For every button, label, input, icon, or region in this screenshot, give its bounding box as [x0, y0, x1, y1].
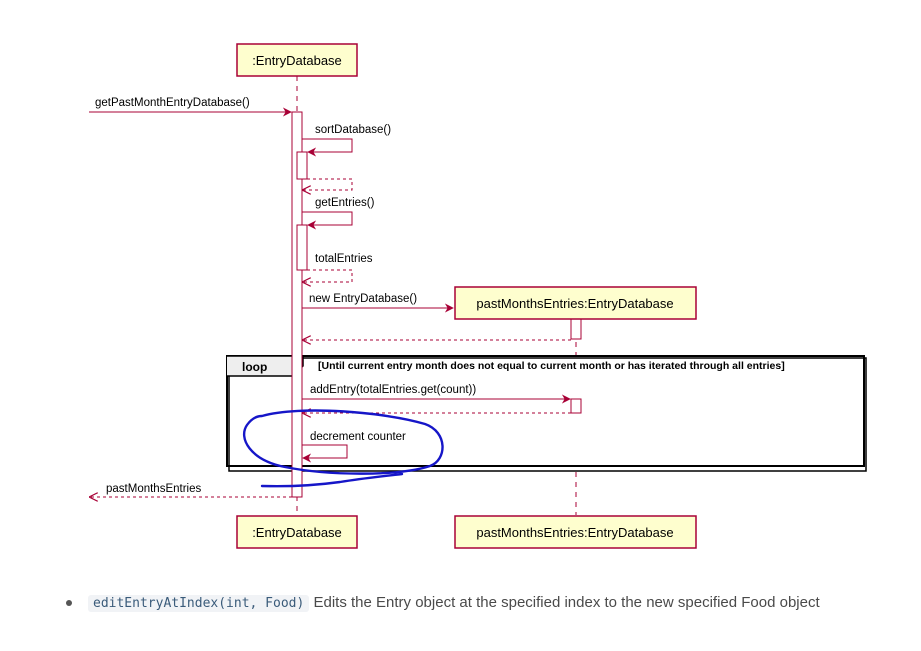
method-doc-text: editEntryAtIndex(int, Food) Edits the En…	[88, 591, 826, 616]
message-label: decrement counter	[310, 431, 406, 443]
participant-label: :EntryDatabase	[252, 53, 342, 68]
message-label: totalEntries	[315, 253, 373, 265]
activation-sort	[296, 151, 308, 180]
return-sort-database	[303, 178, 353, 190]
message-label: getPastMonthEntryDatabase()	[95, 97, 250, 109]
message-label: addEntry(totalEntries.get(count))	[310, 384, 476, 396]
message-new-entry-database: new EntryDatabase()	[302, 293, 454, 313]
loop-keyword: loop	[242, 360, 267, 374]
loop-fragment: loop [Until current entry month does not…	[226, 355, 867, 472]
sequence-diagram: loop [Until current entry month does not…	[89, 43, 867, 549]
participant-label: :EntryDatabase	[252, 525, 342, 540]
message-label: new EntryDatabase()	[309, 293, 417, 305]
message-get-entries: getEntries()	[302, 197, 375, 230]
return-total-entries: totalEntries	[303, 253, 373, 282]
hand-drawn-circle-annotation	[242, 409, 444, 475]
bullet-icon	[66, 600, 72, 606]
message-decrement-counter: decrement counter	[302, 431, 406, 463]
activation-new-db	[570, 318, 582, 340]
participant-past-months-entries-bottom: pastMonthsEntries:EntryDatabase	[454, 515, 697, 549]
activation-get-entries	[296, 224, 308, 271]
method-signature-code: editEntryAtIndex(int, Food)	[88, 595, 310, 612]
hand-drawn-underline-annotation	[260, 472, 404, 488]
participant-past-months-entries-top: pastMonthsEntries:EntryDatabase	[454, 286, 697, 320]
activation-add-entry	[570, 398, 582, 414]
method-description: Edits the Entry object at the specified …	[313, 594, 820, 611]
return-past-months-entries: pastMonthsEntries	[90, 483, 292, 497]
participant-entry-database-bottom: :EntryDatabase	[236, 515, 358, 549]
message-sort-database: sortDatabase()	[302, 124, 391, 157]
method-doc-list-item: editEntryAtIndex(int, Food) Edits the En…	[66, 591, 826, 616]
message-label: getEntries()	[315, 197, 375, 209]
participant-label: pastMonthsEntries:EntryDatabase	[476, 296, 673, 311]
message-add-entry: addEntry(totalEntries.get(count))	[302, 384, 571, 404]
loop-guard: [Until current entry month does not equa…	[318, 360, 785, 372]
participant-label: pastMonthsEntries:EntryDatabase	[476, 525, 673, 540]
participant-entry-database-top: :EntryDatabase	[236, 43, 358, 77]
message-label: sortDatabase()	[315, 124, 391, 136]
message-label: pastMonthsEntries	[106, 483, 201, 495]
message-get-past-month-entry-database: getPastMonthEntryDatabase()	[89, 97, 292, 117]
activation-main	[291, 111, 303, 498]
